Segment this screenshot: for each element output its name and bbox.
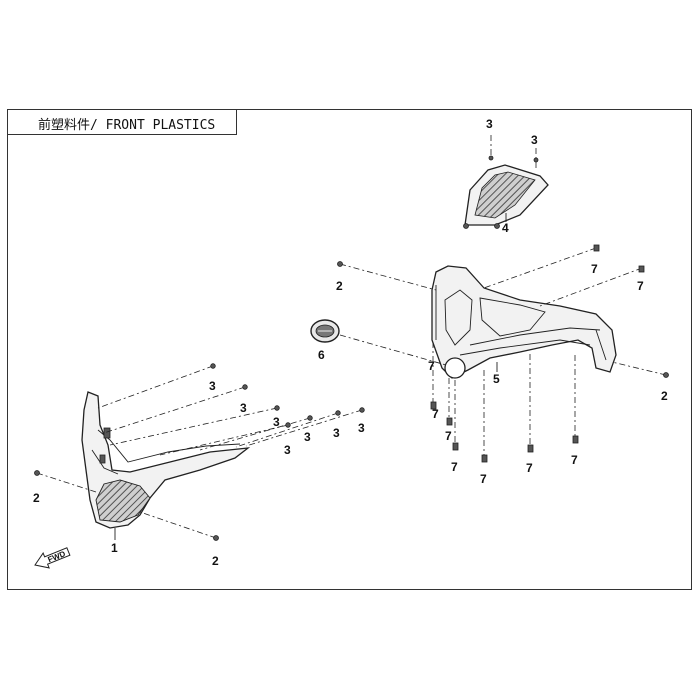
callout-7: 7 bbox=[526, 461, 533, 475]
callout-7: 7 bbox=[445, 429, 452, 443]
fwd-label: FWD bbox=[46, 549, 66, 564]
callout-7: 7 bbox=[451, 460, 458, 474]
callout-4: 4 bbox=[502, 221, 509, 235]
part-4-vent-cover bbox=[463, 164, 549, 229]
callout-3: 3 bbox=[273, 415, 280, 429]
callout-1: 1 bbox=[111, 541, 118, 555]
title-box bbox=[7, 109, 237, 135]
callout-7: 7 bbox=[480, 472, 487, 486]
callout-5: 5 bbox=[493, 372, 500, 386]
callout-3: 3 bbox=[209, 379, 216, 393]
callout-2: 2 bbox=[336, 279, 343, 293]
callout-3: 3 bbox=[304, 430, 311, 444]
fwd-arrow: FWD bbox=[34, 547, 71, 569]
callout-2: 2 bbox=[661, 389, 668, 403]
part-6-emblem bbox=[310, 319, 340, 343]
diagram-title: 前塑料件/ FRONT PLASTICS bbox=[38, 118, 216, 133]
callout-3: 3 bbox=[531, 133, 538, 147]
part-1-front-bumper bbox=[81, 391, 251, 529]
callouts: 1 2 2 2 2 3 3 3 3 3 3 3 3 3 4 5 6 7 7 7 … bbox=[33, 117, 668, 568]
callout-3: 3 bbox=[240, 401, 247, 415]
callout-3: 3 bbox=[358, 421, 365, 435]
fasteners bbox=[34, 155, 669, 541]
callout-6: 6 bbox=[318, 348, 325, 362]
callout-7: 7 bbox=[428, 359, 435, 373]
callout-3: 3 bbox=[284, 443, 291, 457]
callout-2: 2 bbox=[212, 554, 219, 568]
callout-3: 3 bbox=[486, 117, 493, 131]
callout-3: 3 bbox=[333, 426, 340, 440]
callout-2: 2 bbox=[33, 491, 40, 505]
callout-7: 7 bbox=[637, 279, 644, 293]
callout-7: 7 bbox=[591, 262, 598, 276]
part-5-front-fascia bbox=[431, 265, 617, 379]
leader-lines bbox=[36, 135, 667, 540]
callout-7: 7 bbox=[432, 407, 439, 421]
callout-7: 7 bbox=[571, 453, 578, 467]
diagram-frame bbox=[7, 109, 692, 590]
